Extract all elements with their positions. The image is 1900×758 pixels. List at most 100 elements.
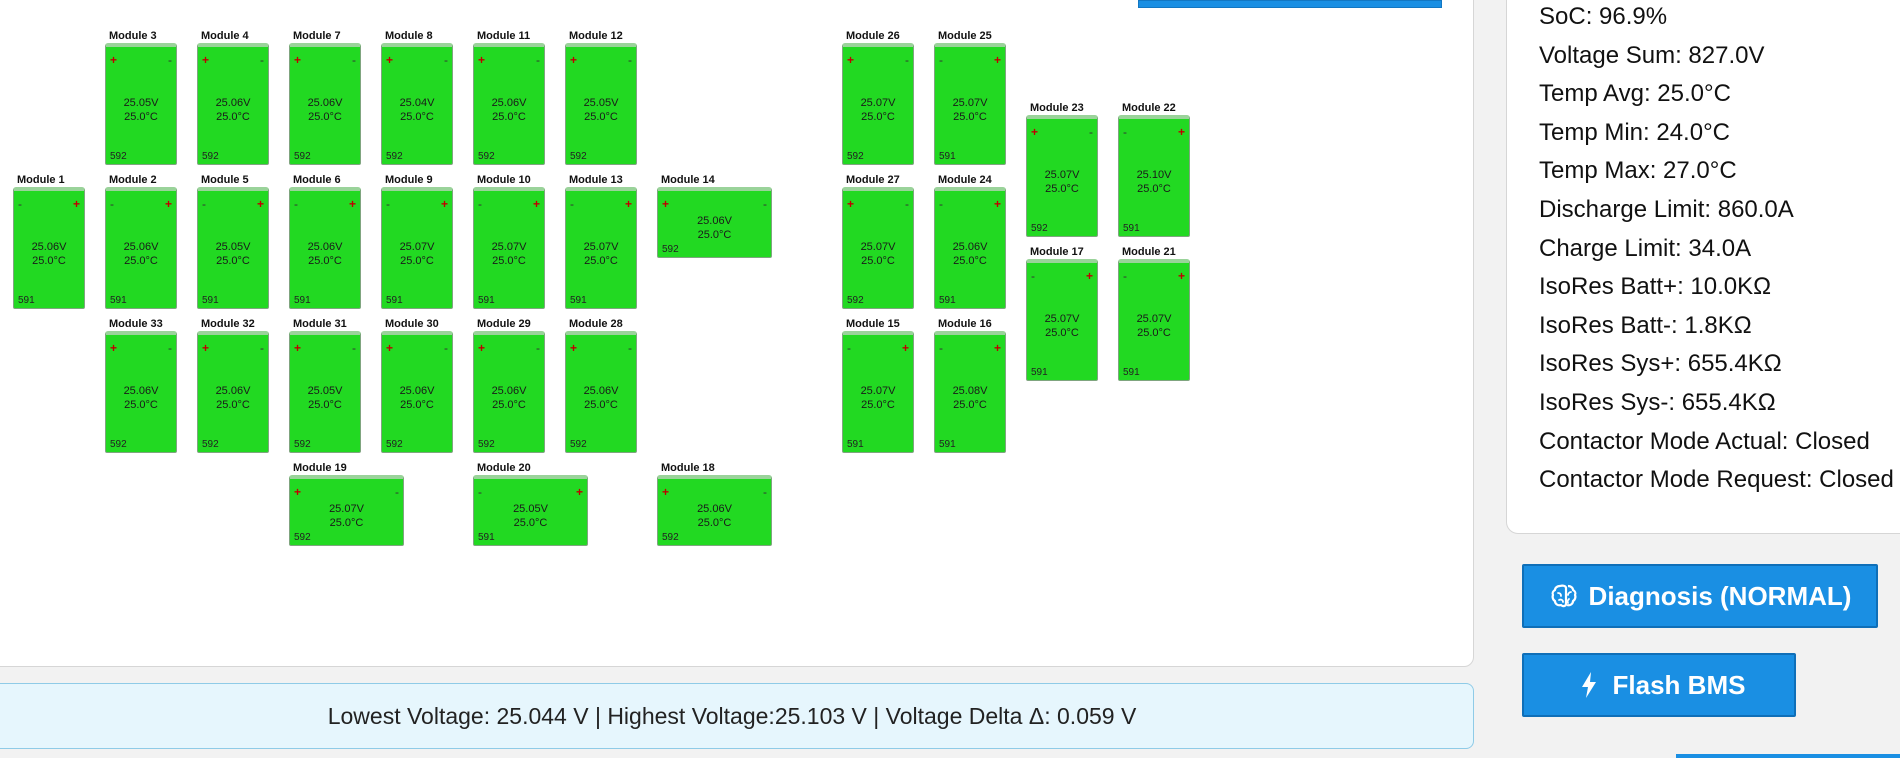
negative-terminal: - xyxy=(444,341,448,355)
positive-terminal: + xyxy=(256,197,264,211)
module-temperature: 25.0°C xyxy=(32,255,66,267)
module-id: 592 xyxy=(386,151,403,162)
negative-terminal: - xyxy=(110,197,114,211)
module-title: Module 20 xyxy=(477,462,531,474)
module-title: Module 9 xyxy=(385,174,433,186)
negative-terminal: - xyxy=(905,197,909,211)
module-voltage: 25.07V xyxy=(1044,169,1080,181)
diagnosis-button[interactable]: Diagnosis (NORMAL) xyxy=(1522,564,1878,628)
module-id: 591 xyxy=(478,532,495,543)
module-temperature: 25.0°C xyxy=(513,517,548,529)
module-id: 592 xyxy=(110,439,127,450)
flash-bms-button[interactable]: Flash BMS xyxy=(1522,653,1796,717)
module-voltage: 25.07V xyxy=(860,97,896,109)
module-temperature: 25.0°C xyxy=(308,111,342,123)
module-voltage: 25.06V xyxy=(491,97,527,109)
negative-terminal: - xyxy=(168,53,172,67)
module-temperature: 25.0°C xyxy=(216,111,250,123)
positive-terminal: + xyxy=(575,485,583,499)
positive-terminal: + xyxy=(532,197,540,211)
module-voltage: 25.05V xyxy=(583,97,619,109)
module-title: Module 4 xyxy=(201,30,249,42)
module-id: 591 xyxy=(570,295,587,306)
positive-terminal: + xyxy=(294,341,302,355)
positive-terminal: + xyxy=(993,341,1001,355)
negative-terminal: - xyxy=(628,341,632,355)
positive-terminal: + xyxy=(662,197,670,211)
stat-line: IsoRes Batt-: 1.8KΩ xyxy=(1539,311,1752,339)
module-temperature: 25.0°C xyxy=(953,399,987,411)
bottom-right-button-edge[interactable] xyxy=(1676,754,1900,758)
module-temperature: 25.0°C xyxy=(400,255,434,267)
negative-terminal: - xyxy=(352,341,356,355)
module-temperature: 25.0°C xyxy=(861,255,895,267)
module-voltage: 25.07V xyxy=(399,241,435,253)
top-action-button-edge[interactable] xyxy=(1138,0,1442,8)
module-id: 591 xyxy=(939,151,956,162)
module-title: Module 26 xyxy=(846,30,900,42)
negative-terminal: - xyxy=(628,53,632,67)
negative-terminal: - xyxy=(847,341,851,355)
flash-button-label: Flash BMS xyxy=(1612,669,1746,700)
stat-line: Charge Limit: 34.0A xyxy=(1539,234,1752,262)
module-temperature: 25.0°C xyxy=(584,255,618,267)
module-id: 591 xyxy=(1031,367,1048,378)
module-voltage: 25.07V xyxy=(860,241,896,253)
lightning-icon xyxy=(1581,672,1596,698)
negative-terminal: - xyxy=(478,485,482,499)
module-voltage: 25.07V xyxy=(1136,313,1172,325)
module-temperature: 25.0°C xyxy=(953,255,987,267)
positive-terminal: + xyxy=(1085,269,1093,283)
module-temperature: 25.0°C xyxy=(584,111,618,123)
module-voltage: 25.10V xyxy=(1136,169,1172,181)
module-temperature: 25.0°C xyxy=(308,255,342,267)
module-title: Module 1 xyxy=(17,174,65,186)
module-title: Module 31 xyxy=(293,318,347,330)
stat-line: Temp Min: 24.0°C xyxy=(1539,118,1731,146)
module-temperature: 25.0°C xyxy=(308,399,342,411)
